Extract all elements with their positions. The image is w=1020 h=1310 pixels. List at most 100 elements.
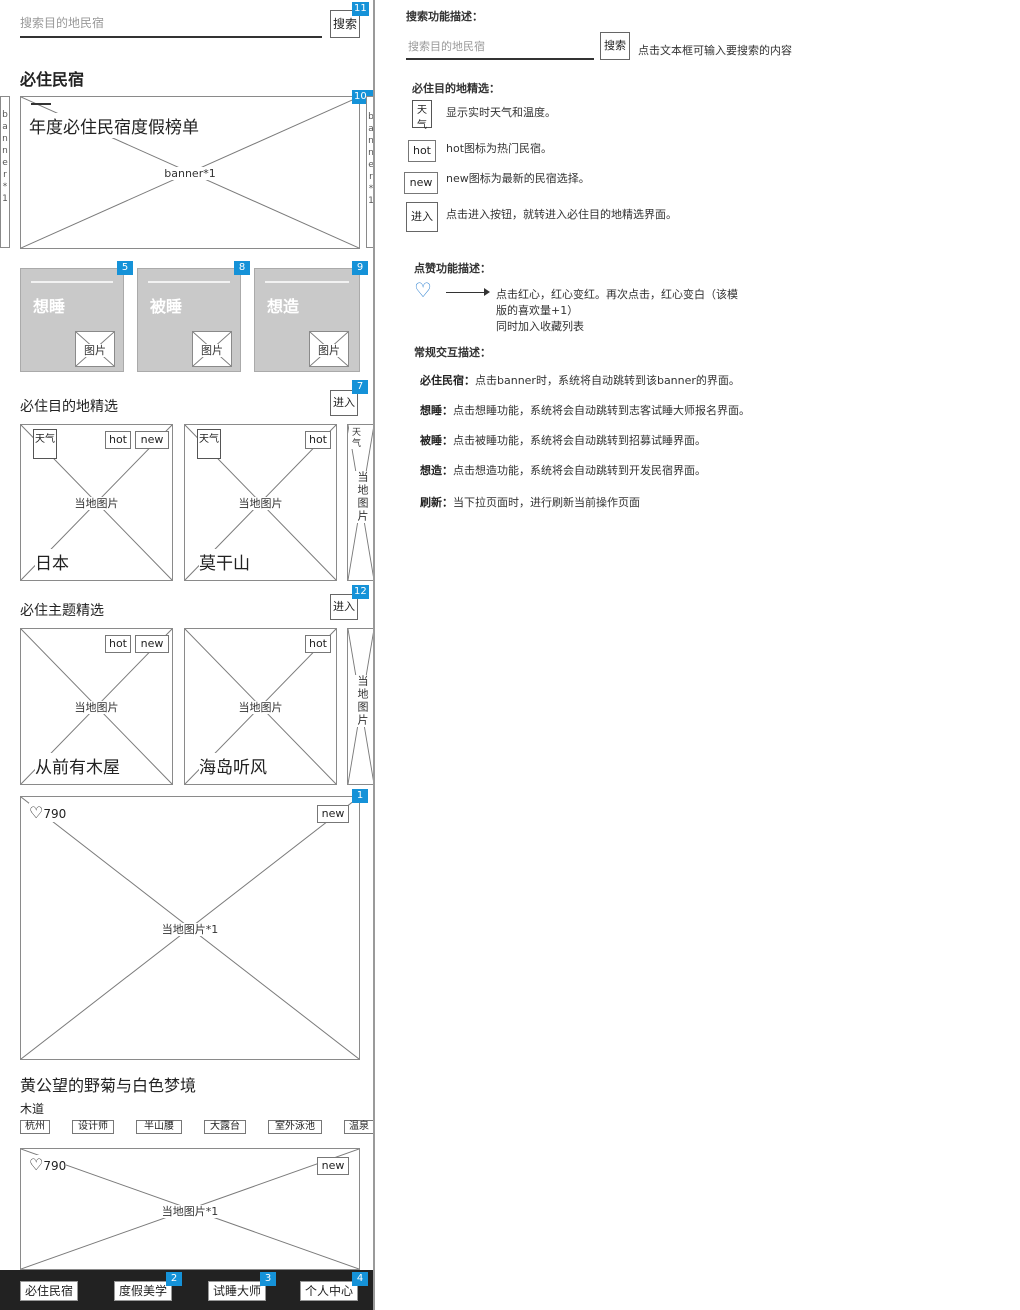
annot-dest-title: 必住目的地精选： bbox=[412, 82, 500, 95]
banner-caption: banner*1 bbox=[162, 167, 218, 180]
heart-icon[interactable]: ♡ bbox=[29, 1155, 44, 1174]
search-input[interactable]: 搜索目的地民宿 bbox=[20, 16, 105, 30]
hot-tag: hot bbox=[105, 431, 131, 449]
arrow-icon bbox=[446, 292, 488, 293]
badge-9: 9 bbox=[352, 261, 368, 275]
new-tag: new bbox=[135, 431, 169, 449]
annot-like-desc-1: 点击红心，红心变红。再次点击，红心变白（该模 bbox=[496, 288, 738, 301]
card-be-slept[interactable]: 被睡 图片 bbox=[137, 268, 241, 372]
heart-icon: ♡ bbox=[414, 278, 432, 302]
banner-next-text: banner*1 bbox=[366, 112, 375, 208]
bottom-nav: 必住民宿 度假美学 2 试睡大师 3 个人中心 4 bbox=[0, 1270, 373, 1310]
hero-banner[interactable]: 年度必住民宿度假榜单 banner*1 bbox=[20, 96, 360, 249]
like-counter[interactable]: ♡790 bbox=[29, 803, 67, 822]
card-image: 图片 bbox=[192, 331, 232, 367]
card-image: 图片 bbox=[309, 331, 349, 367]
destination-card-moganshan[interactable]: 天气 hot 当地图片 莫干山 bbox=[184, 424, 337, 581]
annot-rule: 想睡：点击想睡功能，系统将会自动跳转到志客试睡大师报名界面。 bbox=[420, 404, 750, 417]
nav-profile[interactable]: 个人中心 bbox=[300, 1281, 358, 1301]
card-want-sleep[interactable]: 想睡 图片 bbox=[20, 268, 124, 372]
chip: 设计师 bbox=[72, 1120, 114, 1134]
card-label: 被睡 bbox=[150, 297, 183, 316]
hot-tag: hot bbox=[408, 140, 436, 162]
new-tag: new bbox=[135, 635, 169, 653]
annot-common-title: 常规交互描述： bbox=[414, 346, 491, 359]
destination-card-japan[interactable]: 天气 hot new 当地图片 日本 bbox=[20, 424, 173, 581]
banner-dash bbox=[31, 103, 51, 105]
annot-weather-desc: 显示实时天气和温度。 bbox=[446, 106, 556, 119]
nav-sleep-master[interactable]: 试睡大师 bbox=[208, 1281, 266, 1301]
badge-4: 4 bbox=[352, 1272, 368, 1286]
new-tag: new bbox=[317, 805, 349, 823]
feature-card-2[interactable]: ♡790 new 当地图片*1 bbox=[20, 1148, 360, 1270]
heart-icon[interactable]: ♡ bbox=[29, 803, 44, 822]
page-title: 必住民宿 bbox=[20, 70, 85, 89]
card-label: 想睡 bbox=[33, 297, 66, 316]
badge-11: 11 bbox=[352, 2, 369, 16]
hot-tag: hot bbox=[305, 635, 331, 653]
banner-prev-peek[interactable] bbox=[0, 96, 10, 248]
chip: 室外泳池 bbox=[268, 1120, 322, 1134]
feature-location: 木道 bbox=[20, 1102, 45, 1116]
phone-wireframe: 搜索目的地民宿 搜索 11 必住民宿 banner*1 年度必住民宿度假榜单 b… bbox=[0, 0, 375, 1310]
theme-card-island[interactable]: hot 当地图片 海岛听风 bbox=[184, 628, 337, 785]
badge-1: 1 bbox=[352, 789, 368, 803]
card-image: 图片 bbox=[75, 331, 115, 367]
banner-prev-text: banner*1 bbox=[0, 110, 10, 206]
like-counter[interactable]: ♡790 bbox=[29, 1155, 67, 1174]
annot-search-input: 搜索目的地民宿 bbox=[408, 40, 485, 53]
annot-like-title: 点赞功能描述： bbox=[414, 262, 491, 275]
badge-3: 3 bbox=[260, 1272, 276, 1286]
annot-rule: 想造：点击想造功能，系统将会自动跳转到开发民宿界面。 bbox=[420, 464, 706, 477]
annot-enter-desc: 点击进入按钮，就转进入必住目的地精选界面。 bbox=[446, 208, 677, 221]
chip: 杭州 bbox=[20, 1120, 50, 1134]
section-title-themes: 必住主题精选 bbox=[20, 603, 104, 619]
banner-title: 年度必住民宿度假榜单 bbox=[29, 113, 199, 138]
chip: 半山腰 bbox=[136, 1120, 182, 1134]
theme-name: 海岛听风 bbox=[199, 753, 267, 778]
annot-rule: 必住民宿：点击banner时，系统将自动跳转到该banner的界面。 bbox=[420, 374, 740, 387]
badge-2: 2 bbox=[166, 1272, 182, 1286]
badge-10: 10 bbox=[352, 90, 369, 104]
section-title-destinations: 必住目的地精选 bbox=[20, 399, 118, 415]
annot-like-desc-3: 同时加入收藏列表 bbox=[496, 320, 584, 333]
badge-7: 7 bbox=[352, 380, 368, 394]
weather-icon: 天气 bbox=[33, 429, 57, 459]
feature-title: 黄公望的野菊与白色梦境 bbox=[20, 1076, 197, 1095]
annot-search-underline bbox=[406, 58, 594, 60]
chip: 大露台 bbox=[204, 1120, 246, 1134]
weather-icon: 天气 bbox=[412, 100, 432, 131]
chip: 温泉 bbox=[344, 1120, 373, 1134]
badge-5: 5 bbox=[117, 261, 133, 275]
enter-button-destinations[interactable]: 进入 bbox=[330, 390, 358, 416]
new-tag: new bbox=[404, 172, 438, 194]
new-tag: new bbox=[317, 1157, 349, 1175]
badge-12: 12 bbox=[352, 585, 369, 599]
weather-icon: 天气 bbox=[197, 429, 221, 459]
annot-rule: 被睡：点击被睡功能，系统将会自动跳转到招募试睡界面。 bbox=[420, 434, 706, 447]
annot-search-title: 搜索功能描述： bbox=[406, 10, 483, 23]
theme-card-peek[interactable]: 当地图片 bbox=[347, 628, 373, 785]
card-want-build[interactable]: 想造 图片 bbox=[254, 268, 360, 372]
nav-must-stay[interactable]: 必住民宿 bbox=[20, 1281, 78, 1301]
destination-name: 莫干山 bbox=[199, 549, 250, 574]
feature-card[interactable]: ♡790 new 当地图片*1 bbox=[20, 796, 360, 1060]
annot-rule: 刷新：当下拉页面时，进行刷新当前操作页面 bbox=[420, 496, 640, 509]
theme-name: 从前有木屋 bbox=[35, 753, 120, 778]
enter-button-themes[interactable]: 进入 bbox=[330, 594, 358, 620]
annot-hot-desc: hot图标为热门民宿。 bbox=[446, 142, 553, 155]
badge-8: 8 bbox=[234, 261, 250, 275]
arrow-head-icon bbox=[484, 288, 490, 296]
annot-search-button: 搜索 bbox=[600, 32, 630, 60]
banner-next-peek[interactable] bbox=[366, 96, 373, 248]
theme-card-wooden-house[interactable]: hot new 当地图片 从前有木屋 bbox=[20, 628, 173, 785]
annot-enter-button: 进入 bbox=[406, 202, 438, 232]
search-underline bbox=[20, 36, 322, 38]
annot-new-desc: new图标为最新的民宿选择。 bbox=[446, 172, 590, 185]
nav-vacation-aesthetics[interactable]: 度假美学 bbox=[114, 1281, 172, 1301]
destination-card-peek[interactable]: 天气 当地图片 bbox=[347, 424, 373, 581]
card-label: 想造 bbox=[267, 297, 300, 316]
annot-like-desc-2: 版的喜欢量+1） bbox=[496, 304, 579, 317]
destination-name: 日本 bbox=[35, 549, 69, 574]
hot-tag: hot bbox=[305, 431, 331, 449]
